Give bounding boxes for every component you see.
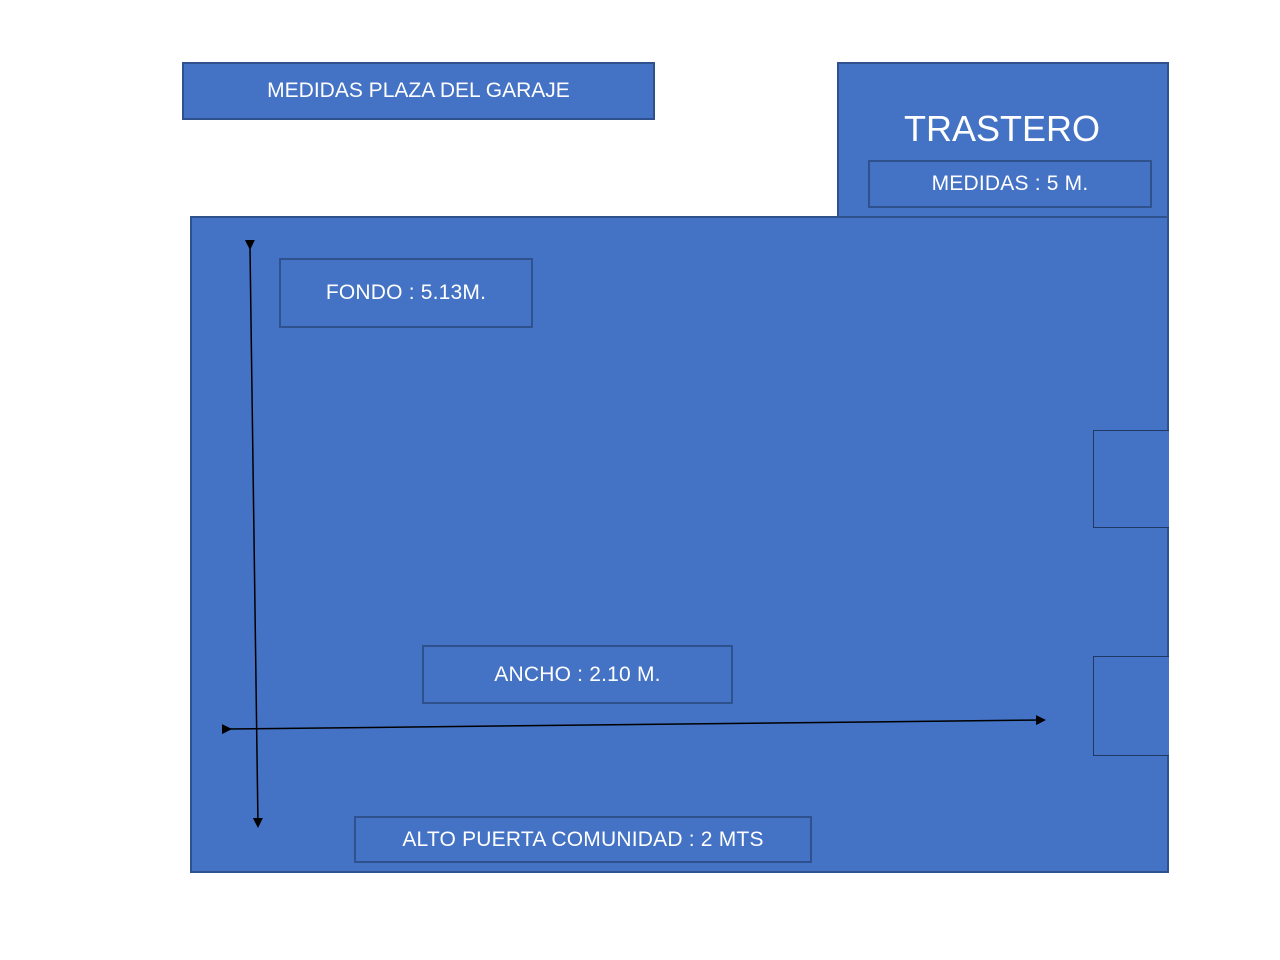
depth-label: FONDO : 5.13M.: [279, 258, 533, 328]
width-arrow: [221, 715, 1046, 735]
depth-arrow: [244, 239, 263, 828]
width-label: ANCHO : 2.10 M.: [422, 645, 733, 704]
parking-space: [190, 216, 1169, 873]
diagram-title: MEDIDAS PLAZA DEL GARAJE: [182, 62, 655, 120]
storage-room: [837, 62, 1169, 220]
storage-title: TRASTERO: [903, 108, 1100, 149]
side-box-upper: [1093, 430, 1169, 528]
side-box-lower: [1093, 656, 1169, 756]
storage-measure-label: MEDIDAS : 5 M.: [868, 160, 1152, 208]
door-height-label: ALTO PUERTA COMUNIDAD : 2 MTS: [354, 816, 812, 863]
